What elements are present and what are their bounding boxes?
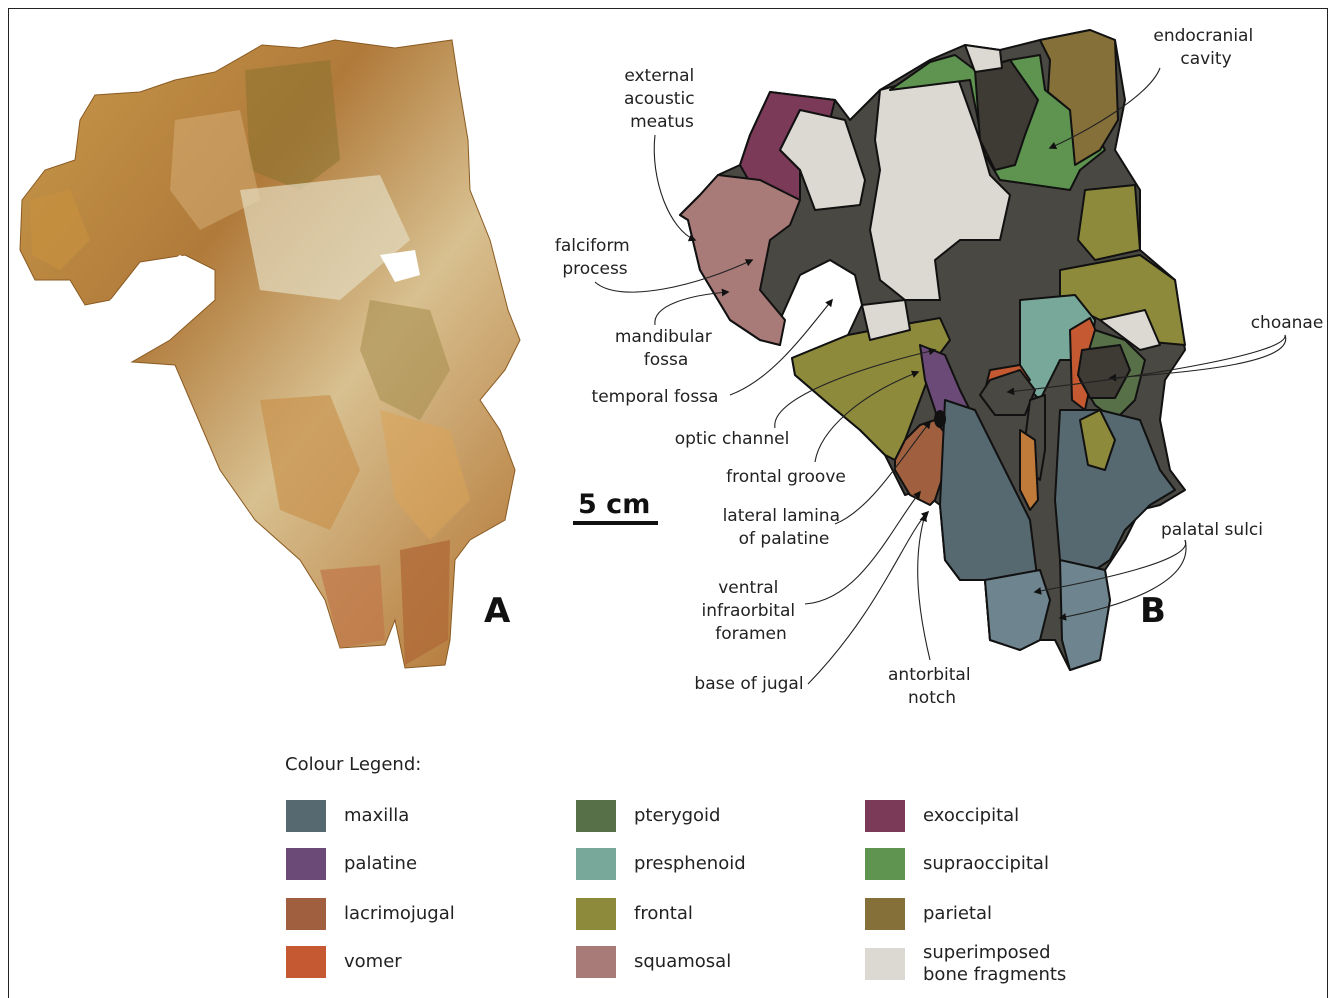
- legend-label: palatine: [344, 853, 417, 875]
- legend-item-parietal: parietal: [865, 898, 992, 930]
- legend-item-lacrimojugal: lacrimojugal: [286, 898, 455, 930]
- legend-item-superimposed-bone-fragments: superimposed bone fragments: [865, 942, 1066, 986]
- legend-swatch: [865, 898, 905, 930]
- legend-swatch: [865, 800, 905, 832]
- legend-item-palatine: palatine: [286, 848, 417, 880]
- label-lateral-lamina: lateral lamina of palatine: [723, 506, 846, 549]
- legend-label: presphenoid: [634, 853, 746, 875]
- label-antorbital-notch: antorbital notch: [888, 665, 976, 708]
- legend-label: lacrimojugal: [344, 903, 455, 925]
- legend-item-exoccipital: exoccipital: [865, 800, 1019, 832]
- label-ventral-infraorbital-foramen: ventral infraorbital foramen: [701, 578, 800, 644]
- label-palatal-sulci: palatal sulci: [1161, 520, 1263, 540]
- label-choanae: choanae: [1251, 313, 1324, 333]
- legend-item-presphenoid: presphenoid: [576, 848, 746, 880]
- panel-label-a: A: [484, 591, 511, 631]
- scale-bar-label: 5 cm: [578, 489, 650, 520]
- legend-label: supraoccipital: [923, 853, 1049, 875]
- legend-swatch: [576, 800, 616, 832]
- label-optic-channel: optic channel: [675, 429, 790, 449]
- panel-label-b: B: [1140, 591, 1166, 631]
- legend-item-pterygoid: pterygoid: [576, 800, 720, 832]
- label-falciform-process: falciform process: [555, 236, 635, 279]
- legend-item-frontal: frontal: [576, 898, 693, 930]
- legend-swatch: [286, 898, 326, 930]
- interpretive-drawing: [680, 30, 1185, 670]
- legend-swatch: [865, 948, 905, 980]
- legend-label: superimposed bone fragments: [923, 942, 1066, 986]
- legend-swatch: [286, 848, 326, 880]
- label-temporal-fossa: temporal fossa: [592, 387, 719, 407]
- label-external-acoustic-meatus: external acoustic meatus: [624, 66, 700, 132]
- legend-label: squamosal: [634, 951, 731, 973]
- fossil-photo: [20, 40, 520, 668]
- legend-swatch: [286, 946, 326, 978]
- legend-title: Colour Legend:: [285, 754, 421, 775]
- legend-swatch: [865, 848, 905, 880]
- legend-swatch: [576, 898, 616, 930]
- legend-item-squamosal: squamosal: [576, 946, 731, 978]
- legend-swatch: [576, 848, 616, 880]
- legend-label: frontal: [634, 903, 693, 925]
- legend-label: parietal: [923, 903, 992, 925]
- legend-item-maxilla: maxilla: [286, 800, 409, 832]
- label-endocranial-cavity: endocranial cavity: [1153, 26, 1258, 69]
- label-mandibular-fossa: mandibular fossa: [615, 327, 717, 370]
- legend-label: vomer: [344, 951, 402, 973]
- legend-swatch: [286, 800, 326, 832]
- legend-swatch: [576, 946, 616, 978]
- legend-label: maxilla: [344, 805, 409, 827]
- legend-item-supraoccipital: supraoccipital: [865, 848, 1049, 880]
- legend-label: exoccipital: [923, 805, 1019, 827]
- legend-item-vomer: vomer: [286, 946, 402, 978]
- legend-label: pterygoid: [634, 805, 720, 827]
- label-base-of-jugal: base of jugal: [694, 674, 803, 694]
- label-frontal-groove: frontal groove: [726, 467, 846, 487]
